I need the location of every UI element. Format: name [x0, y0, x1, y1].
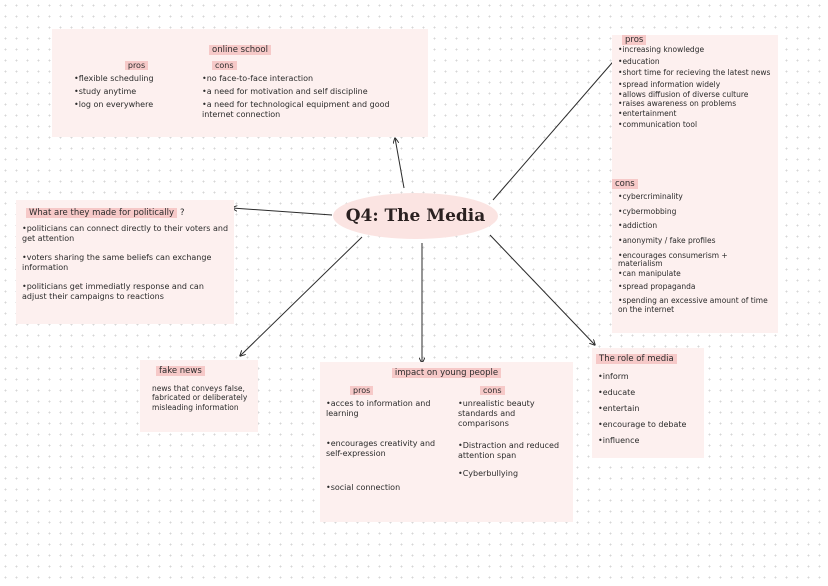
list-item: a need for motivation and self disciplin…: [202, 87, 417, 97]
role-of-media-card: The role of media inform educate enterta…: [592, 348, 704, 458]
list-item: encourage to debate: [598, 420, 702, 430]
list-item: spread propaganda: [618, 283, 774, 292]
arrow-to-online-school: [395, 138, 405, 189]
list-item: social connection: [326, 483, 451, 493]
list-item: education: [618, 57, 774, 67]
media-pros-title: pros: [622, 35, 647, 45]
young-people-cons-title: cons: [480, 386, 505, 395]
fake-news-card: fake news news that conveys false, fabri…: [140, 360, 258, 432]
online-school-card: online school pros flexible scheduling s…: [52, 29, 428, 137]
list-item: short time for recieving the latest news: [618, 69, 774, 78]
list-item: inform: [598, 372, 702, 382]
arrow-to-pros-cons: [492, 56, 618, 201]
arrow-to-politics: [232, 208, 333, 216]
role-of-media-title: The role of media: [596, 354, 677, 364]
list-item: flexible scheduling: [74, 74, 199, 84]
list-item: encourages creativity and self-expressio…: [326, 439, 451, 459]
list-item: Cyberbullying: [458, 469, 568, 479]
list-item: addiction: [618, 222, 774, 231]
list-item: study anytime: [74, 87, 199, 97]
list-item: voters sharing the same beliefs can exch…: [22, 253, 228, 273]
list-item: can manipulate: [618, 269, 774, 279]
politics-card: What are they made for politically? poli…: [16, 200, 234, 324]
fake-news-definition: news that conveys false, fabricated or d…: [152, 384, 248, 412]
list-item: log on everywhere: [74, 100, 199, 110]
online-school-cons-title: cons: [212, 61, 237, 70]
list-item: communication tool: [618, 121, 774, 130]
arrow-to-fake-news: [240, 236, 363, 356]
list-item: entertain: [598, 404, 702, 414]
list-item: educate: [598, 388, 702, 398]
list-item: no face-to-face interaction: [202, 74, 417, 84]
list-item: acces to information and learning: [326, 399, 451, 419]
young-people-pros-title: pros: [350, 386, 374, 395]
list-item: a need for technological equipment and g…: [202, 100, 417, 120]
young-people-card: impact on young people pros acces to inf…: [320, 362, 573, 522]
list-item: cybermobbing: [618, 207, 774, 217]
list-item: cybercriminality: [618, 192, 774, 202]
list-item: allows diffusion of diverse culture: [618, 90, 774, 100]
young-people-cons: cons unrealistic beauty standards and co…: [458, 386, 568, 482]
list-item: spending an excessive amount of time on …: [618, 296, 774, 314]
politics-title: What are they made for politically: [26, 208, 178, 218]
online-school-title: online school: [209, 45, 271, 55]
arrow-to-role: [489, 234, 595, 345]
politics-title-suffix: ?: [180, 208, 185, 218]
list-item: Distraction and reduced attention span: [458, 441, 568, 461]
online-school-pros: pros flexible scheduling study anytime l…: [74, 61, 199, 113]
list-item: influence: [598, 436, 702, 446]
list-item: spread information widely: [618, 80, 774, 90]
young-people-pros: pros acces to information and learning e…: [326, 386, 451, 496]
young-people-title: impact on young people: [391, 368, 502, 378]
online-school-pros-title: pros: [124, 61, 149, 70]
list-item: politicians get immediatly response and …: [22, 282, 228, 302]
list-item: entertainment: [618, 109, 774, 119]
list-item: anonymity / fake profiles: [618, 236, 774, 246]
fake-news-title: fake news: [156, 366, 205, 376]
list-item: raises awareness on problems: [618, 99, 774, 109]
online-school-cons: cons no face-to-face interaction a need …: [202, 61, 417, 123]
media-pros-cons-card: pros increasing knowledge education shor…: [612, 35, 778, 333]
media-cons-title: cons: [612, 179, 638, 189]
list-item: unrealistic beauty standards and compari…: [458, 399, 568, 429]
list-item: politicians can connect directly to thei…: [22, 224, 228, 244]
list-item: encourages consumerism + materialism: [618, 251, 774, 269]
central-topic: Q4: The Media: [333, 193, 498, 239]
list-item: increasing knowledge: [618, 45, 774, 55]
